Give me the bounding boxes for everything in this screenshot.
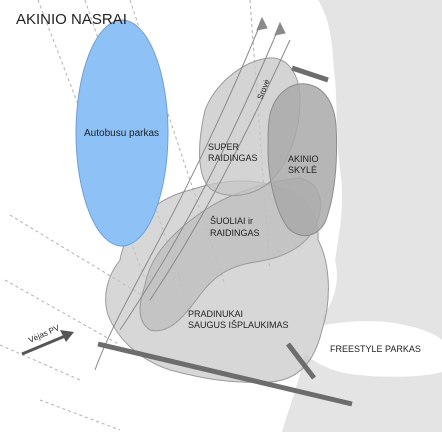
beginners-label: PRADINUKAI	[188, 309, 243, 319]
bus-parking-zone	[75, 19, 169, 247]
beginners-label-2: SAUGUS IŠPLAUKIMAS	[188, 320, 289, 330]
super-label-2: RAIDINGAS	[208, 153, 258, 163]
lower-bar	[97, 341, 353, 407]
eye-label-2: SKYLĖ	[288, 165, 317, 175]
eye-zone	[267, 83, 338, 236]
freestyle-zone	[300, 321, 442, 377]
freestyle-bar	[286, 342, 316, 380]
super-label: SUPER	[208, 142, 240, 152]
upper-bar	[291, 65, 329, 83]
wind-label: Vėjas PV	[27, 323, 61, 345]
flow-arrows	[94, 16, 291, 371]
map-title: AKINIO NASRAI	[16, 11, 127, 28]
eye-label: AKINIO	[288, 154, 319, 164]
shore-area	[282, 0, 442, 432]
freestyle-label: FREESTYLE PARKAS	[330, 344, 421, 354]
zones	[105, 57, 338, 383]
jumps-label-2: RAIDINGAS	[210, 228, 260, 238]
bus-parking-label: Autobusu parkas	[84, 128, 159, 139]
jumps-label: ŠUOLIAI ir	[210, 216, 253, 226]
wind-arrow	[21, 330, 74, 356]
